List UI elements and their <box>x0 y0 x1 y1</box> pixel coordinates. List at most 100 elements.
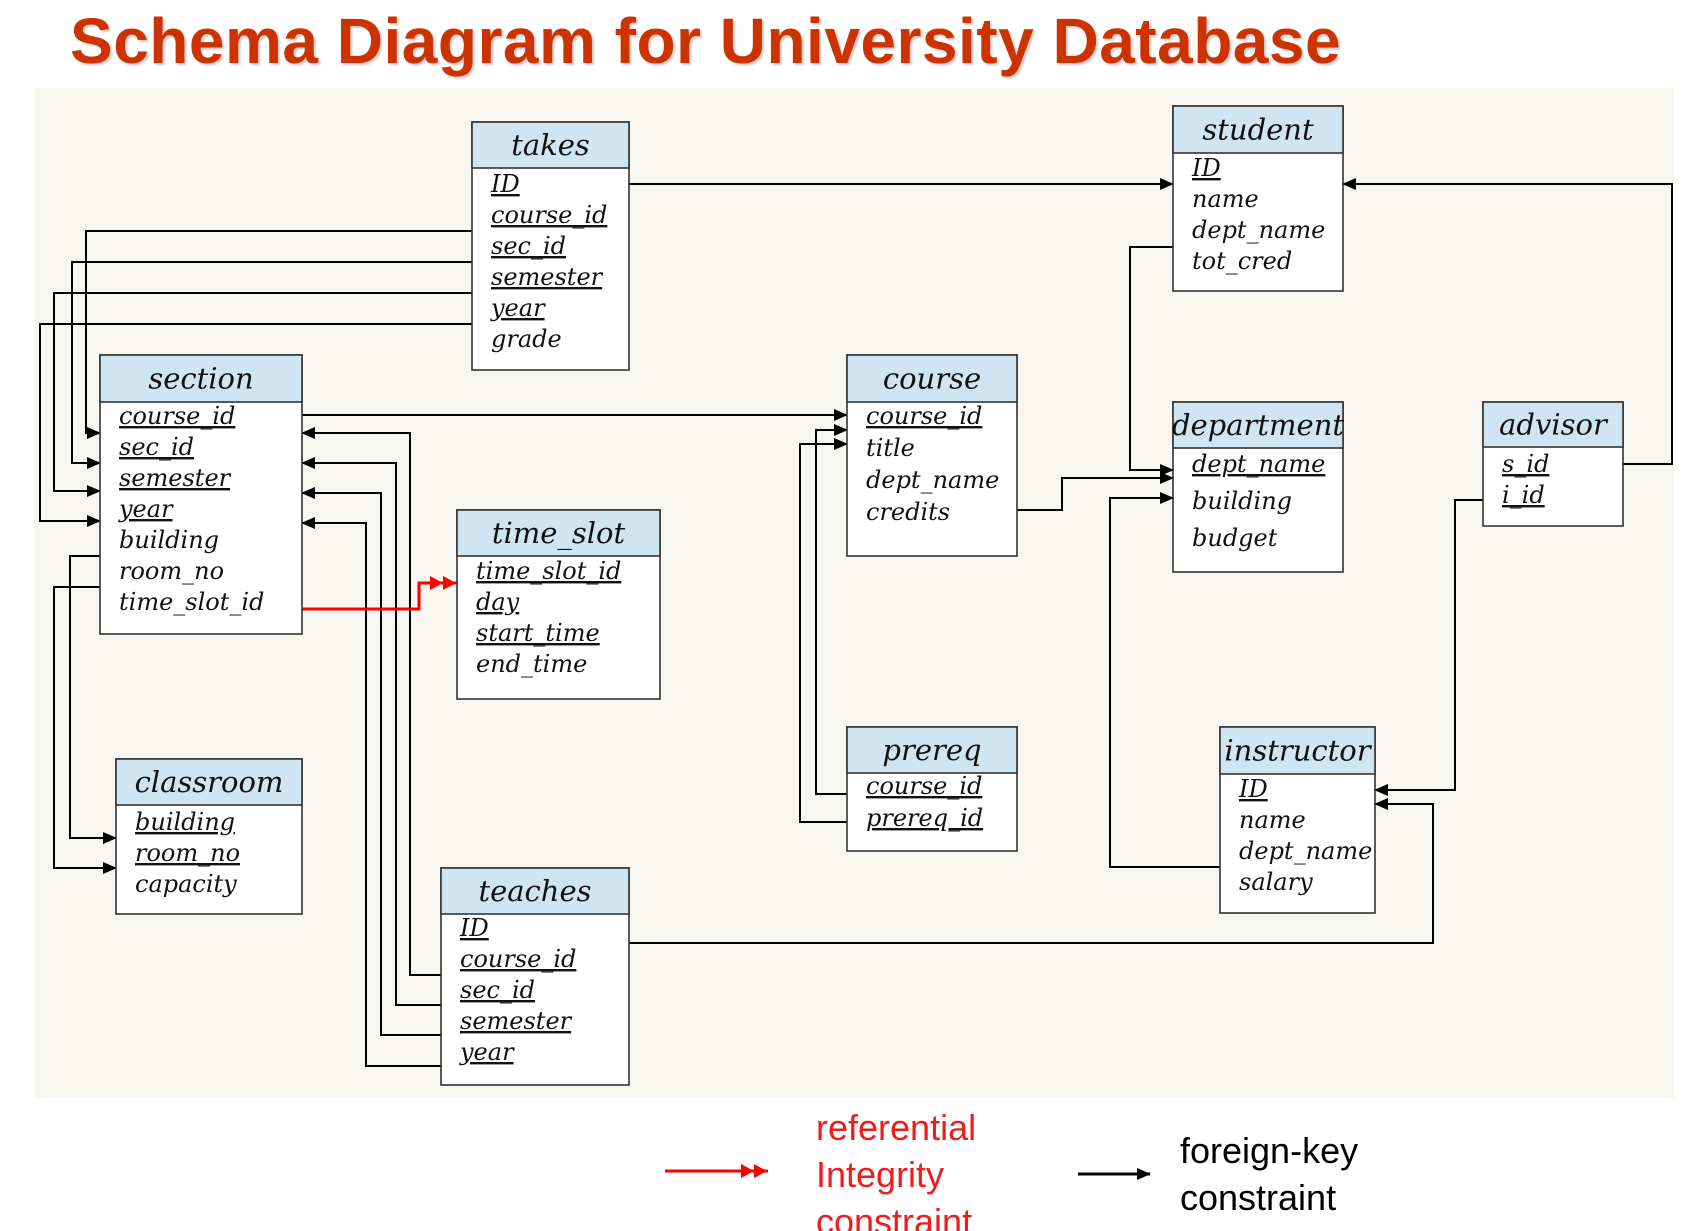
fk-teaches-id <box>629 798 1434 944</box>
fk-teaches-semester <box>301 487 441 1036</box>
table-header <box>1482 401 1624 448</box>
attribute-title: title <box>866 434 915 462</box>
fk-section-building <box>69 555 117 844</box>
attribute-ID: ID <box>1238 775 1268 803</box>
attribute-ID: ID <box>490 170 520 198</box>
attribute-course-id: course_id <box>460 945 576 973</box>
attribute-year: year <box>490 294 546 322</box>
attribute-end-time: end_time <box>476 650 587 678</box>
attribute-day: day <box>476 588 520 616</box>
diagram-background <box>34 88 1674 1098</box>
attribute-i-id: i_id <box>1502 481 1545 509</box>
table-name: course <box>883 362 981 396</box>
attribute-start-time: start_time <box>476 619 600 647</box>
fk-advisor-i-id <box>1374 499 1483 796</box>
attribute-s-id: s_id <box>1502 450 1549 478</box>
attribute-time-slot-id: time_slot_id <box>119 588 264 616</box>
fk-takes-sec-id <box>71 261 472 469</box>
attribute-name: name <box>1239 806 1306 834</box>
table-header <box>440 867 630 915</box>
table-header <box>846 354 1018 403</box>
fk-advisor-s-id <box>1342 178 1673 465</box>
table-name: student <box>1202 113 1314 147</box>
attribute-building: building <box>135 808 235 836</box>
fk-takes-semester <box>53 292 472 497</box>
fk-prereq-course-id <box>815 424 848 795</box>
attribute-dept-name: dept_name <box>1192 216 1325 244</box>
table-prereq: prereq course_id prereq_id <box>846 726 1018 852</box>
table-name: prereq <box>882 733 981 767</box>
table-header <box>1172 401 1344 449</box>
table-advisor: advisor s_id i_id <box>1482 401 1624 527</box>
fk-course-dept-name <box>1017 472 1174 511</box>
attribute-ID: ID <box>459 914 489 942</box>
fk-section-room-no <box>53 586 117 874</box>
table-name: takes <box>511 128 590 162</box>
attribute-room-no: room_no <box>119 557 224 585</box>
attribute-semester: semester <box>460 1007 573 1035</box>
attribute-course-id: course_id <box>491 201 607 229</box>
ri-section-time-slot-id <box>298 576 457 611</box>
attribute-time-slot-id: time_slot_id <box>476 557 621 585</box>
attribute-prereq-id: prereq_id <box>866 804 983 832</box>
table-name: classroom <box>135 765 284 799</box>
table-header <box>1172 105 1344 154</box>
attribute-course-id: course_id <box>866 772 982 800</box>
fk-takes-year <box>39 323 472 527</box>
legend-foreign-key-text: constraint <box>1180 1177 1336 1218</box>
attribute-sec-id: sec_id <box>491 232 566 260</box>
attribute-name: name <box>1192 185 1259 213</box>
table-section: sectioncourse_idsec_idsemesteryearbuildi… <box>99 354 303 635</box>
fk-teaches-year <box>301 517 441 1067</box>
fk-instructor-dept-name <box>1109 492 1220 868</box>
table-name: teaches <box>478 874 591 908</box>
attribute-sec-id: sec_id <box>119 433 194 461</box>
attribute-dept-name: dept_name <box>1192 450 1325 478</box>
attribute-sec-id: sec_id <box>460 976 535 1004</box>
table-header <box>456 509 661 557</box>
table-name: section <box>148 362 253 396</box>
fk-prereq-prereq-id <box>799 438 848 823</box>
attribute-salary: salary <box>1239 868 1313 896</box>
fk-teaches-sec-id <box>301 457 441 1006</box>
legend-referential-text: Integrity <box>816 1154 944 1195</box>
table-header <box>99 354 303 403</box>
table-header <box>846 726 1018 774</box>
table-name: time_slot <box>492 516 626 551</box>
legend-foreign-key-text: foreign-key <box>1180 1130 1358 1171</box>
table-name: instructor <box>1224 734 1372 768</box>
table-header <box>1219 726 1376 775</box>
legend-referential-text: referential <box>816 1107 976 1148</box>
attribute-tot-cred: tot_cred <box>1192 247 1292 275</box>
table-name: advisor <box>1499 408 1609 442</box>
table-name: department <box>1172 408 1344 442</box>
fk-teaches-course-id <box>301 427 441 976</box>
attribute-dept-name: dept_name <box>1239 837 1372 865</box>
legend-referential-text: constraint <box>816 1201 972 1231</box>
attribute-grade: grade <box>491 325 562 353</box>
attribute-year: year <box>459 1038 515 1066</box>
attribute-credits: credits <box>866 498 950 526</box>
relationship-lines <box>39 178 1673 1067</box>
attribute-year: year <box>118 495 174 523</box>
attribute-building: building <box>119 526 219 554</box>
page-title: Schema Diagram for University Database <box>70 5 1342 77</box>
attribute-capacity: capacity <box>135 870 237 898</box>
table-header <box>115 758 303 806</box>
fk-takes-course-id <box>85 230 472 439</box>
attribute-budget: budget <box>1192 524 1278 552</box>
fk-student-dept-name <box>1129 246 1174 476</box>
attribute-dept-name: dept_name <box>866 466 999 494</box>
attribute-course-id: course_id <box>866 402 982 430</box>
table-header <box>471 121 630 169</box>
